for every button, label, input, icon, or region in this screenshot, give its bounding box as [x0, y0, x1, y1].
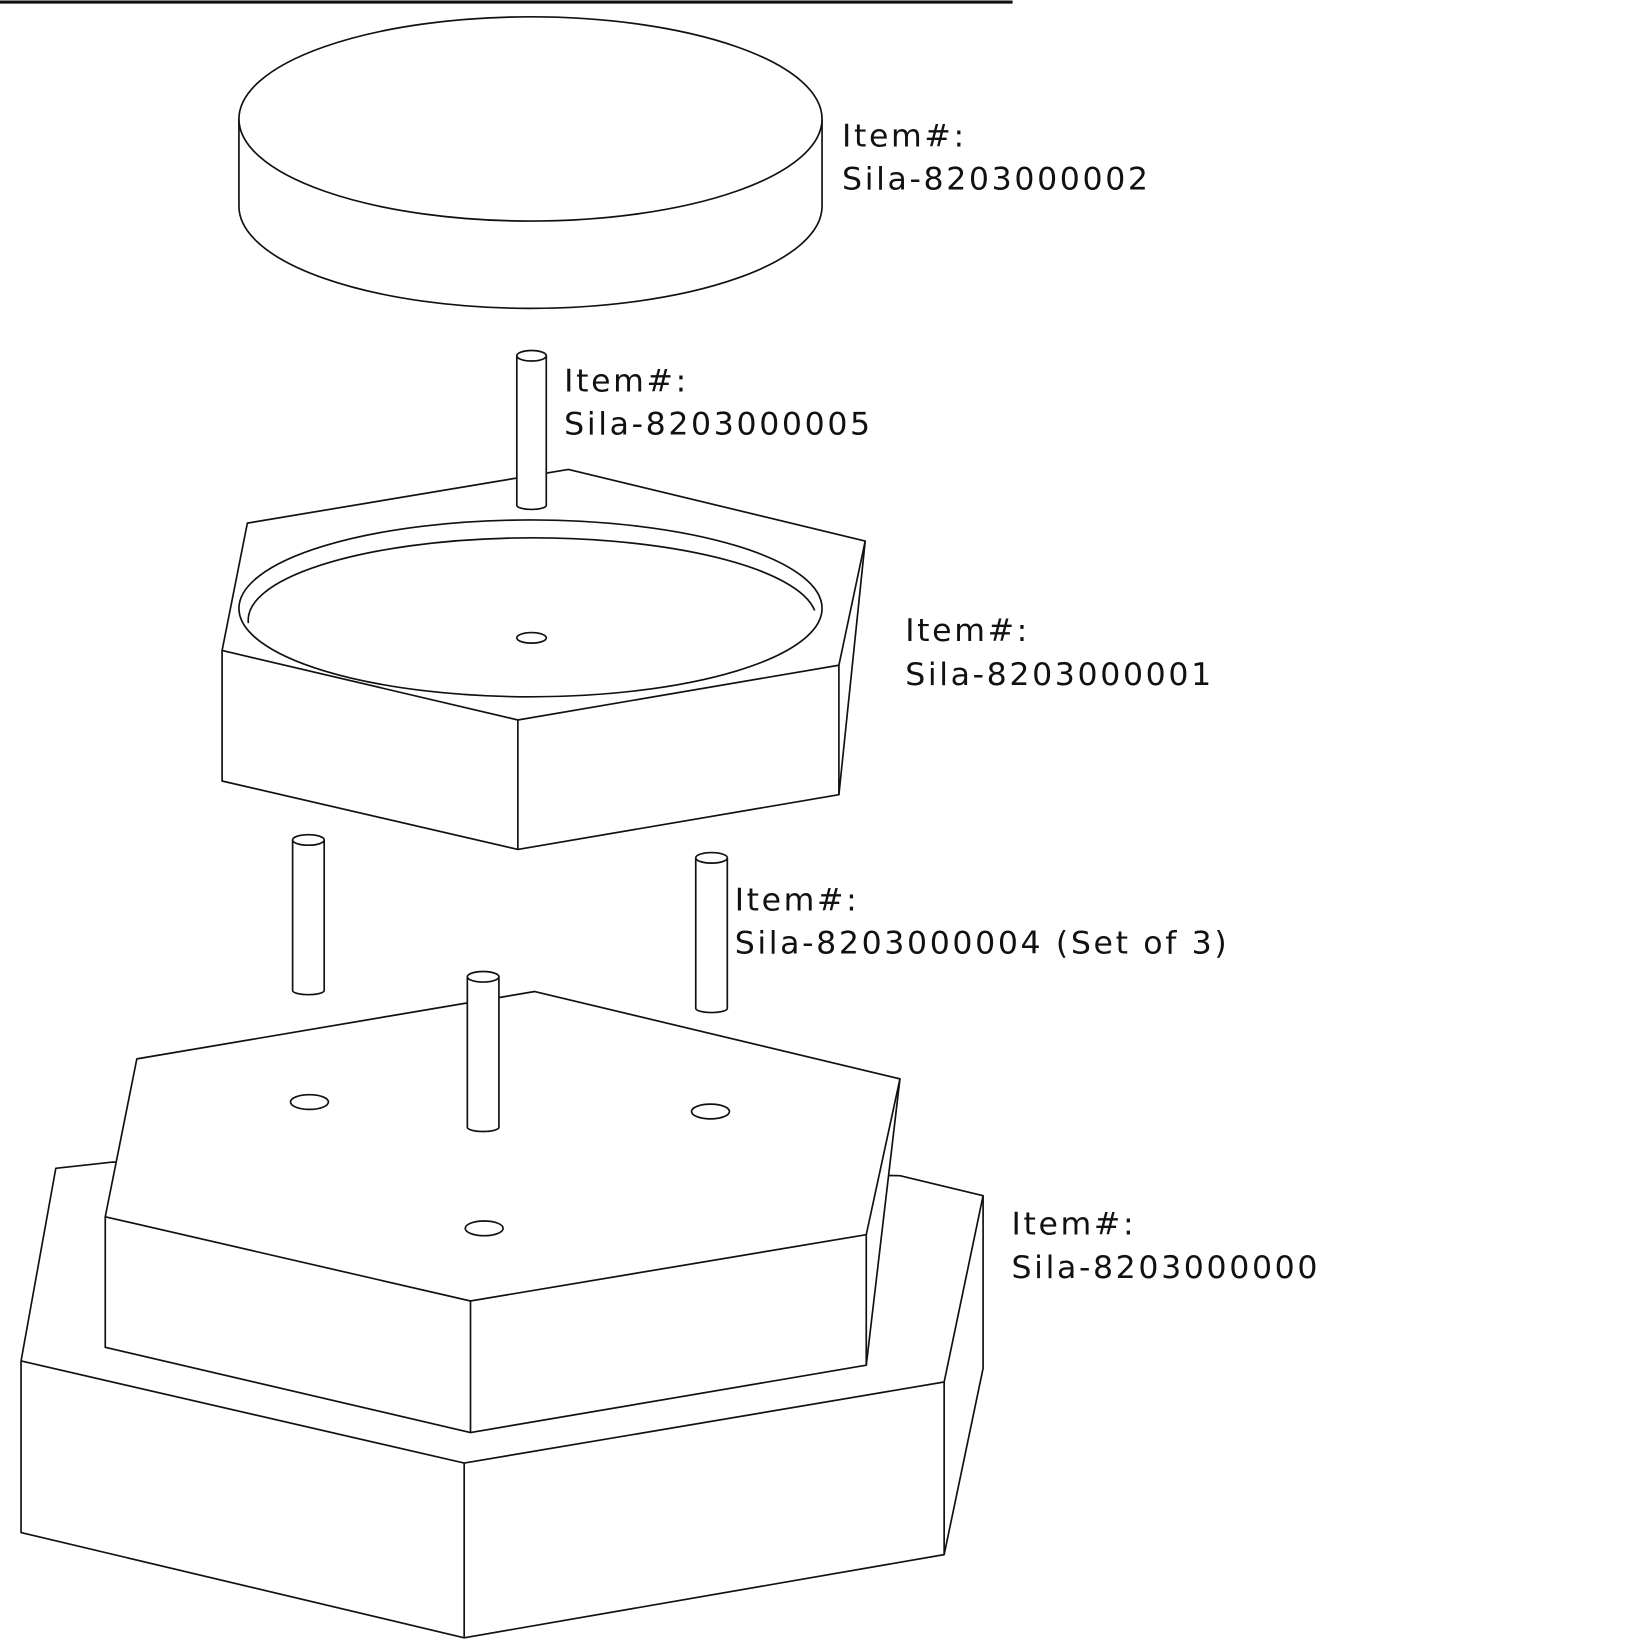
hole	[464, 1220, 504, 1237]
hole	[690, 1103, 731, 1120]
label-item-1-number: Sila-8203000001	[905, 657, 1214, 693]
label-item-1-heading: Item#:	[905, 613, 1030, 649]
label-item-2-number: Sila-8203000002	[842, 161, 1151, 197]
label-item-5-heading: Item#:	[564, 364, 689, 400]
label-item-5-number: Sila-8203000005	[564, 407, 873, 443]
pin	[291, 833, 326, 996]
hole	[289, 1093, 330, 1111]
label-item-0-heading: Item#:	[1012, 1207, 1137, 1243]
label-item-0-number: Sila-8203000000	[1012, 1250, 1321, 1286]
hex-tray-part	[221, 468, 867, 851]
center-pin	[515, 349, 548, 511]
pin	[466, 970, 500, 1133]
label-item-4-number: Sila-8203000004 (Set of 3)	[735, 926, 1230, 962]
lower-hex-part	[104, 990, 901, 1434]
label-item-4-heading: Item#:	[735, 882, 860, 918]
lid-disc-part	[238, 15, 823, 310]
pin	[694, 851, 729, 1014]
label-item-2-heading: Item#:	[842, 118, 967, 154]
hole	[515, 631, 548, 644]
